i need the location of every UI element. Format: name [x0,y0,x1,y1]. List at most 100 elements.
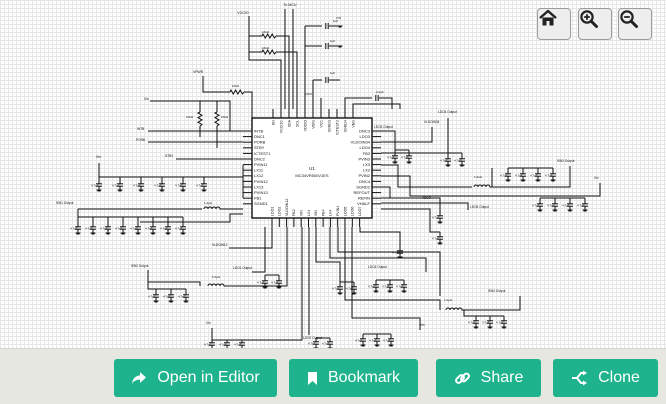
capacitor[interactable] [537,203,543,207]
capacitor[interactable] [388,338,394,342]
capacitor[interactable] [473,320,479,324]
resistor[interactable] [196,111,204,127]
capacitor[interactable] [201,183,207,187]
pin-label: PVIN12 [254,179,269,184]
capacitor[interactable] [183,294,189,298]
capacitor[interactable] [313,341,319,345]
ground-symbol [180,189,186,192]
capacitor[interactable] [325,43,329,49]
pin-label: LDO6 [351,207,355,216]
ground-symbol [337,292,343,295]
zoom-out-button[interactable] [618,8,652,40]
capacitor[interactable] [105,226,111,230]
bookmark-button[interactable]: Bookmark [289,359,418,397]
capacitor[interactable] [437,236,443,240]
capacitor[interactable] [387,284,393,288]
resistor[interactable] [261,48,277,56]
capacitor[interactable] [406,155,412,159]
capacitor[interactable] [168,294,174,298]
capacitor[interactable] [180,183,186,187]
capacitor[interactable] [520,173,526,177]
capacitor[interactable] [325,23,329,29]
resistor[interactable] [261,32,277,40]
ground-symbol [520,179,526,182]
pin-label: VDIG [311,120,315,129]
capacitor[interactable] [325,77,329,83]
capacitor[interactable] [505,173,511,177]
net-label: 4.7µF [369,339,377,343]
capacitor[interactable] [262,280,268,284]
open-in-editor-label: Open in Editor [157,369,260,386]
ground-symbol [437,221,443,224]
net-label: 4.7µF [346,287,354,291]
ground-symbol [90,232,96,235]
ground-symbol [262,286,268,289]
ground-symbol [505,179,511,182]
inductor[interactable] [203,206,222,210]
capacitor[interactable] [535,173,541,177]
capacitor[interactable] [337,286,343,290]
capacitor[interactable] [159,183,165,187]
capacitor[interactable] [401,284,407,288]
wire [381,175,601,197]
capacitor[interactable] [153,294,159,298]
resistor[interactable] [213,111,221,127]
pin-label: LX4 [307,210,311,216]
capacitor[interactable] [375,95,379,101]
capacitor[interactable] [96,183,102,187]
share-button[interactable]: Share [436,359,541,397]
capacitor[interactable] [239,342,245,346]
capacitor[interactable] [276,280,282,284]
pin-label: VCCI2C [279,120,283,134]
capacitor[interactable] [135,226,141,230]
chip-body[interactable] [251,117,373,219]
capacitor[interactable] [397,250,403,254]
net-label: 4.7µF [401,156,409,160]
capacitor[interactable] [360,338,366,342]
zoom-in-button[interactable] [578,8,612,40]
open-in-editor-button[interactable]: Open in Editor [114,359,277,397]
capacitor[interactable] [374,338,380,342]
capacitor[interactable] [445,158,451,162]
capacitor[interactable] [75,226,81,230]
capacitor[interactable] [150,226,156,230]
inductor[interactable] [207,283,226,287]
capacitor[interactable] [165,226,171,230]
pin-label: VIN [300,210,304,216]
wire [226,227,288,287]
capacitor[interactable] [327,341,333,345]
resistor[interactable] [229,88,245,96]
capacitor[interactable] [459,158,465,162]
capacitor[interactable] [373,284,379,288]
net-label: STBY [165,154,174,158]
capacitor[interactable] [392,155,398,159]
capacitor[interactable] [117,183,123,187]
wire [381,197,441,210]
inductor[interactable] [473,184,492,188]
capacitor[interactable] [501,320,507,324]
capacitor[interactable] [550,173,556,177]
net-label: 1.0µH [444,298,452,302]
capacitor[interactable] [138,183,144,187]
capacitor[interactable] [90,226,96,230]
ground-symbol [165,232,171,235]
capacitor[interactable] [567,203,573,207]
ground-symbol [337,45,343,48]
capacitor[interactable] [224,342,230,346]
wire [202,76,230,93]
inductor[interactable] [445,307,464,311]
capacitor[interactable] [209,342,215,346]
home-button[interactable] [537,8,571,40]
pin-label: VLDOIN12 [285,199,289,216]
capacitor[interactable] [552,203,558,207]
clone-button[interactable]: Clone [553,359,658,397]
net-label: PORB [136,138,145,142]
capacitor[interactable] [180,226,186,230]
capacitor[interactable] [351,286,357,290]
capacitor[interactable] [487,320,493,324]
capacitor[interactable] [120,226,126,230]
capacitor[interactable] [437,215,443,219]
net-label: INTB [137,127,144,131]
capacitor[interactable] [582,203,588,207]
